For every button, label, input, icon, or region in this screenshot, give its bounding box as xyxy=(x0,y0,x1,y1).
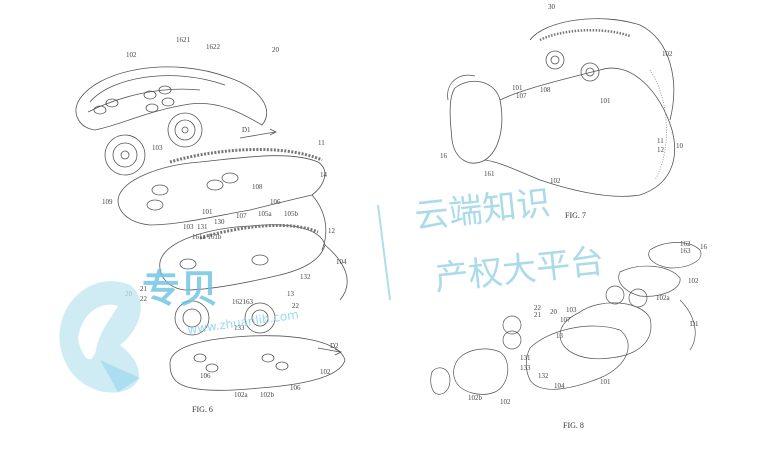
fig7-label-102: 102 xyxy=(662,50,673,58)
fig6-label-11: 11 xyxy=(318,139,325,147)
fig6-label-106: 106 xyxy=(270,198,281,206)
fig8-label-131: 131 xyxy=(520,354,531,362)
fig8-label-13: 13 xyxy=(556,332,564,340)
fig8-label-103: 103 xyxy=(566,306,577,314)
fig6-label-104: 104 xyxy=(336,258,347,266)
fig6-label-130: 130 xyxy=(214,218,225,226)
fig8-label-132: 132 xyxy=(538,372,549,380)
fig6-label-d1: D1 xyxy=(242,126,251,134)
fig8-label-163: 163 xyxy=(680,247,691,255)
fig6-label-106c: 106 xyxy=(290,384,301,392)
fig8-label-21: 21 xyxy=(534,311,542,319)
fig8-label-20: 20 xyxy=(550,308,558,316)
fig6-label-1621: 1621 xyxy=(176,36,191,44)
fig6-drawing xyxy=(75,66,348,391)
fig7-label-10: 10 xyxy=(676,142,684,150)
watermark-line1: 云端知识 xyxy=(413,183,552,237)
fig6-label-22b: 22 xyxy=(292,302,300,310)
fig8-label-102: 102 xyxy=(688,277,699,285)
fig6-label-12: 12 xyxy=(328,227,336,235)
fig7-label-107: 107 xyxy=(516,92,527,100)
fig7-label-161: 161 xyxy=(484,170,495,178)
fig6-label-1622: 1622 xyxy=(206,43,221,51)
fig8-labels: 162 163 16 102 102a 22 21 20 103 107 13 … xyxy=(468,240,708,430)
fig6-label-102b2: 102b xyxy=(260,391,275,399)
fig8-label-107: 107 xyxy=(560,316,571,324)
fig6-label-161a: 161a 161b xyxy=(192,233,222,241)
fig6-label-105b: 105b xyxy=(284,210,299,218)
fig6-label-109: 109 xyxy=(102,198,113,206)
fig6-label-162: 162163 xyxy=(232,298,254,306)
fig8-label-22: 22 xyxy=(534,304,542,312)
fig8-label-102c: 102 xyxy=(500,398,511,406)
fig7-labels: 30 102 101 107 108 101 16 161 102 11 12 … xyxy=(440,3,684,220)
fig6-label-13: 13 xyxy=(287,290,295,298)
fig6-label-107: 107 xyxy=(236,212,247,220)
fig8-caption: FIG. 8 xyxy=(563,421,584,430)
fig6-label-132: 132 xyxy=(300,273,311,281)
fig6-caption: FIG. 6 xyxy=(192,405,213,414)
fig7-label-101b: 101 xyxy=(600,97,611,105)
fig7-label-16: 16 xyxy=(440,152,448,160)
fig7-label-12: 12 xyxy=(657,146,665,154)
fig6-label-103: 103 xyxy=(152,144,163,152)
watermark-url: www.zhuanlib.com xyxy=(186,307,299,337)
fig6-label-105a: 105a xyxy=(258,210,273,218)
fig6-label-131: 131 xyxy=(197,223,208,231)
fig7-label-30: 30 xyxy=(548,3,556,11)
fig6-label-101: 101 xyxy=(202,208,213,216)
fig8-label-d1: D1 xyxy=(690,320,699,328)
watermark-divider xyxy=(377,204,391,301)
fig6-label-20: 20 xyxy=(272,46,280,54)
fig8-label-102a: 102a xyxy=(656,294,671,302)
fig8-label-104: 104 xyxy=(554,382,565,390)
fig8-label-162: 162 xyxy=(680,240,691,248)
fig7-drawing xyxy=(447,18,676,197)
fig7-label-101: 101 xyxy=(512,84,523,92)
fig8-label-102b: 102b xyxy=(468,394,483,402)
fig7-label-11: 11 xyxy=(657,137,664,145)
fig6-label-102: 102 xyxy=(126,51,137,59)
fig7-caption: FIG. 7 xyxy=(565,211,586,220)
fig6-label-106b: 106 xyxy=(200,372,211,380)
fig8-label-16: 16 xyxy=(700,243,708,251)
fig6-label-133: 133 xyxy=(234,324,245,332)
fig8-label-133: 133 xyxy=(520,364,531,372)
watermark-logo-icon xyxy=(59,281,141,393)
fig6-label-22: 22 xyxy=(140,295,148,303)
fig6-label-102b: 102 xyxy=(320,368,331,376)
fig6-label-103b: 103 xyxy=(183,223,194,231)
watermark-line2: 产权大平台 xyxy=(433,241,606,299)
fig7-label-102b: 102 xyxy=(550,177,561,185)
fig8-label-101: 101 xyxy=(600,378,611,386)
fig6-label-108: 108 xyxy=(252,183,263,191)
fig6-labels: 102 1621 1622 20 D1 11 103 14 108 109 10… xyxy=(102,36,347,414)
fig7-label-108: 108 xyxy=(540,86,551,94)
fig6-label-d2: D2 xyxy=(330,342,339,350)
fig6-label-21: 21 xyxy=(140,285,148,293)
fig6-label-102a: 102a xyxy=(234,391,249,399)
fig8-drawing xyxy=(430,242,702,395)
watermark-logo-text: 专贝 xyxy=(142,267,218,311)
fig6-label-14: 14 xyxy=(320,171,328,179)
